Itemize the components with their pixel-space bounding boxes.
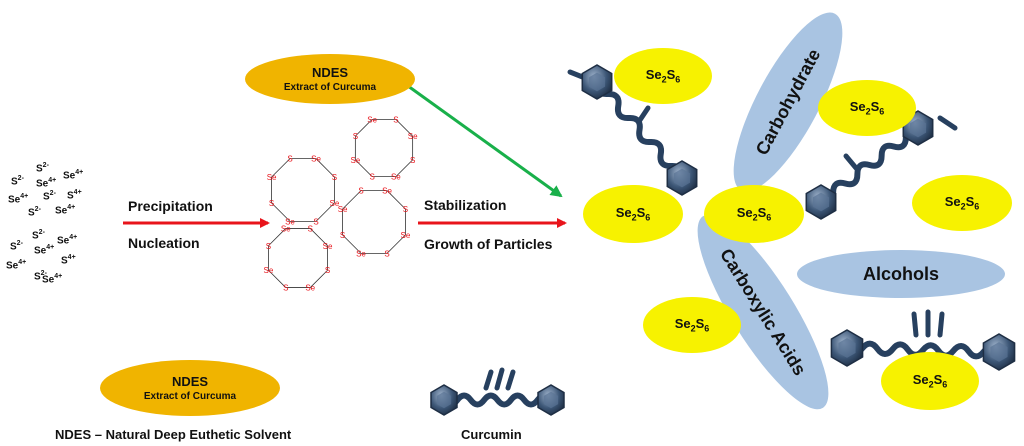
- ring-atom-label: S: [403, 205, 408, 214]
- ndes-ellipse-top: NDES Extract of Curcuma: [245, 54, 415, 104]
- se2s6-label: Se2S6: [645, 67, 681, 85]
- selenium-sulfide-rings: SeSSeSSeSSeSSSeSSeSSeSSeSeSSeSSeSSeSSSeS…: [264, 115, 419, 292]
- se2s6-particle: Se2S6: [614, 48, 712, 104]
- se2s6-particle: Se2S6: [881, 352, 979, 410]
- ion-label: S2-: [11, 175, 24, 188]
- curcumin-caption: Curcumin: [461, 427, 522, 442]
- ion-label: S2-: [10, 240, 23, 253]
- se2s6-label: Se2S6: [944, 194, 980, 212]
- ring-atom-label: Se: [391, 173, 401, 182]
- curcumin-molecules: [430, 64, 1016, 416]
- ion-label: S4+: [67, 189, 82, 202]
- ring-atom-label: Se: [311, 155, 321, 164]
- ring-atom-label: S: [410, 156, 415, 165]
- ring-atom-label: S: [283, 284, 288, 293]
- curcumin-chain: [593, 79, 686, 181]
- ndes-top-subtitle: Extract of Curcuma: [283, 82, 377, 93]
- ring-atom-label: Se: [264, 266, 274, 275]
- ndes-legend-title: NDES: [171, 374, 209, 389]
- se2s6-label: Se2S6: [849, 99, 885, 117]
- ring-atom-label: Se: [281, 224, 291, 233]
- ring-atom-label: Se: [408, 132, 418, 141]
- ion-label: S4+: [61, 254, 76, 267]
- ring-4: [268, 228, 328, 288]
- ring-atom-label: S: [340, 231, 345, 240]
- ring-atom-label: S: [313, 217, 318, 226]
- ring-atom-label: S: [325, 266, 330, 275]
- curcumin-top-left: [567, 64, 698, 196]
- curcumin-right-upper: [805, 110, 958, 220]
- ion-label: Se4+: [63, 169, 84, 182]
- ring-atom-label: Se: [305, 284, 315, 293]
- alcohols-label: Alcohols: [862, 263, 939, 284]
- ring-atom-label: Se: [382, 187, 392, 196]
- label-nucleation: Nucleation: [128, 235, 200, 251]
- ndes-caption: NDES – Natural Deep Euthetic Solvent: [55, 427, 292, 442]
- ring-atom-label: Se: [323, 242, 333, 251]
- ion-label: S2-: [32, 229, 45, 242]
- ring-atom-label: Se: [350, 156, 360, 165]
- ion-label: S2-: [36, 162, 49, 175]
- ring-3: [342, 190, 406, 254]
- label-precipitation: Precipitation: [128, 198, 213, 214]
- ring-atom-label: Se: [338, 205, 348, 214]
- alcohols-ellipse: Alcohols: [797, 250, 1005, 298]
- ring-atom-label: S: [384, 249, 389, 258]
- ring-atom-label: S: [308, 224, 313, 233]
- ring-atom-label: Se: [330, 199, 340, 208]
- ring-atom-label: S: [266, 242, 271, 251]
- se2s6-label: Se2S6: [736, 205, 772, 223]
- ring-2: [354, 118, 414, 178]
- label-growth: Growth of Particles: [424, 236, 553, 252]
- ndes-top-title: NDES: [311, 65, 349, 80]
- se2s6-particle: Se2S6: [912, 175, 1012, 231]
- ion-label: Se4+: [36, 177, 57, 190]
- se2s6-particle: Se2S6: [583, 185, 683, 243]
- ion-label: Se4+: [8, 193, 29, 206]
- ring-atom-label: Se: [285, 217, 295, 226]
- ndes-ellipse-legend: NDES Extract of Curcuma: [100, 360, 280, 416]
- ring-atom-label: Se: [356, 249, 366, 258]
- se2s6-label: Se2S6: [912, 372, 948, 390]
- curcumin-chain: [818, 124, 921, 206]
- ring-atom-label: Se: [367, 115, 377, 124]
- ion-label: S2-: [28, 206, 41, 219]
- curcumin-chain: [844, 340, 1002, 360]
- ion-label: Se4+: [55, 204, 76, 217]
- ring-atom-label: S: [369, 173, 374, 182]
- ring-atom-label: Se: [267, 173, 277, 182]
- se2s6-label: Se2S6: [615, 205, 651, 223]
- curcumin-chain: [441, 392, 554, 408]
- ion-label: Se4+: [57, 234, 78, 247]
- ion-label: S2-: [43, 190, 56, 203]
- curcumin-bottom-right: [830, 309, 1016, 371]
- curcumin-legend: [430, 367, 565, 416]
- ring-atom-label: S: [269, 199, 274, 208]
- ion-label: Se4+: [6, 259, 27, 272]
- se2s6-label: Se2S6: [674, 316, 710, 334]
- label-stabilization: Stabilization: [424, 197, 507, 213]
- ndes-legend-subtitle: Extract of Curcuma: [143, 391, 237, 402]
- ring-atom-label: S: [332, 173, 337, 182]
- ion-label: S2-: [34, 270, 47, 283]
- ring-atom-label: S: [353, 132, 358, 141]
- arrow-ndes-to-particles: [407, 84, 563, 198]
- ring-atom-label: S: [358, 187, 363, 196]
- ion-label: Se4+: [34, 244, 55, 257]
- ion-label: Se4+: [42, 273, 63, 286]
- ring-atom-label: S: [393, 115, 398, 124]
- ring-atom-label: S: [287, 155, 292, 164]
- se2s6-particle: Se2S6: [643, 297, 741, 353]
- ring-1: [271, 158, 335, 222]
- se2s6-particle: Se2S6: [818, 80, 916, 136]
- ring-atom-label: Se: [401, 231, 411, 240]
- se2s6-particle: Se2S6: [704, 185, 804, 243]
